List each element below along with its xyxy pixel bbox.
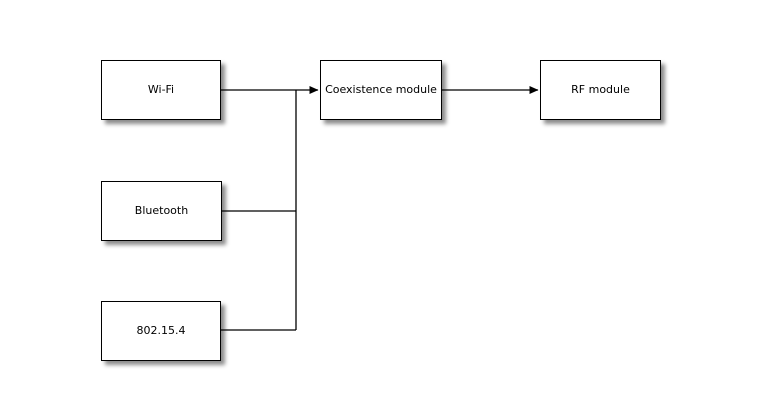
node-coexistence-module: Coexistence module <box>320 60 442 120</box>
node-rf-module-label: RF module <box>571 83 630 97</box>
node-802-15-4-label: 802.15.4 <box>136 324 186 338</box>
node-bluetooth: Bluetooth <box>101 181 222 241</box>
node-coexistence-module-label: Coexistence module <box>325 83 437 97</box>
node-bluetooth-label: Bluetooth <box>134 204 189 218</box>
node-wifi: Wi-Fi <box>101 60 221 120</box>
node-wifi-label: Wi-Fi <box>147 83 175 97</box>
node-rf-module: RF module <box>540 60 661 120</box>
node-802-15-4: 802.15.4 <box>101 301 221 361</box>
